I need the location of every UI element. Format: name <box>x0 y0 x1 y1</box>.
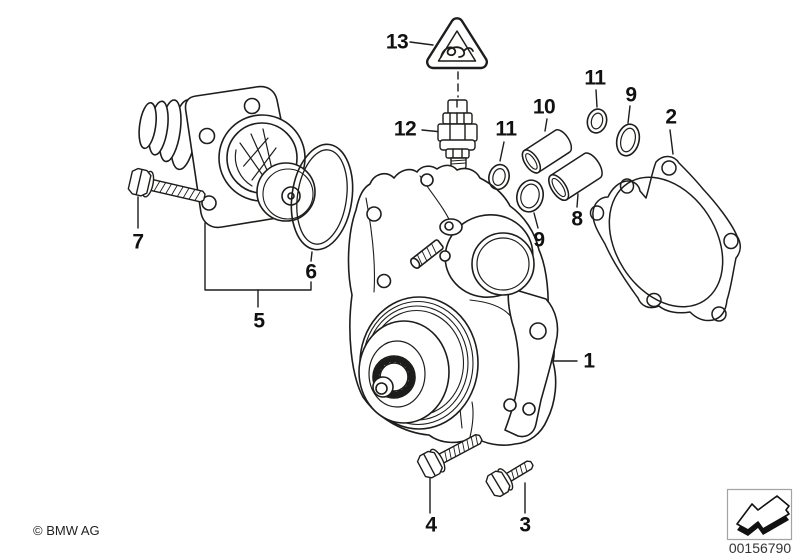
o-ring-9-right <box>615 123 641 157</box>
o-ring-9-left <box>516 179 544 213</box>
sleeve-8 <box>548 152 603 202</box>
o-ring-11-left <box>488 163 510 191</box>
callout-label-4[interactable]: 4 <box>425 513 437 537</box>
image-number-text: 00156790 <box>728 540 792 556</box>
callout-label-1[interactable]: 1 <box>583 349 595 373</box>
copyright-text: © BMW AG <box>33 523 100 538</box>
bolt-long <box>416 433 483 479</box>
callout-label-8[interactable]: 8 <box>571 207 583 231</box>
callout-label-11-right[interactable]: 11 <box>584 66 606 90</box>
pump-pulley <box>358 296 479 430</box>
callout-label-3[interactable]: 3 <box>519 513 531 537</box>
callout-label-9-left[interactable]: 9 <box>533 228 545 252</box>
bolt-short <box>485 460 534 498</box>
callout-label-11-left[interactable]: 11 <box>495 117 517 141</box>
callout-label-9-right[interactable]: 9 <box>625 83 637 107</box>
callout-label-10[interactable]: 10 <box>532 95 556 119</box>
thermostat-housing <box>138 85 316 229</box>
direction-arrow-box[interactable] <box>726 488 793 541</box>
pump-gasket <box>589 155 741 322</box>
pump-bracket-arm <box>503 287 559 438</box>
water-pump <box>347 164 559 446</box>
callout-label-12[interactable]: 12 <box>393 117 417 141</box>
o-ring-11-right <box>586 108 608 134</box>
direction-arrow-icon <box>736 495 790 536</box>
callout-label-13[interactable]: 13 <box>385 30 409 54</box>
callout-label-5[interactable]: 5 <box>253 309 265 333</box>
callout-label-6[interactable]: 6 <box>305 260 317 284</box>
coolant-temperature-sensor <box>437 99 478 172</box>
sleeve-10 <box>521 129 573 174</box>
pump-stud <box>410 239 451 269</box>
thermostat-o-ring <box>290 143 354 251</box>
pump-outlet-port <box>444 214 535 298</box>
leader-lines <box>137 41 674 514</box>
snake-bite-warning-triangle-icon <box>426 17 488 70</box>
thermostat-bolt <box>127 167 206 203</box>
callout-label-2[interactable]: 2 <box>665 105 677 129</box>
callout-label-7[interactable]: 7 <box>132 230 144 254</box>
